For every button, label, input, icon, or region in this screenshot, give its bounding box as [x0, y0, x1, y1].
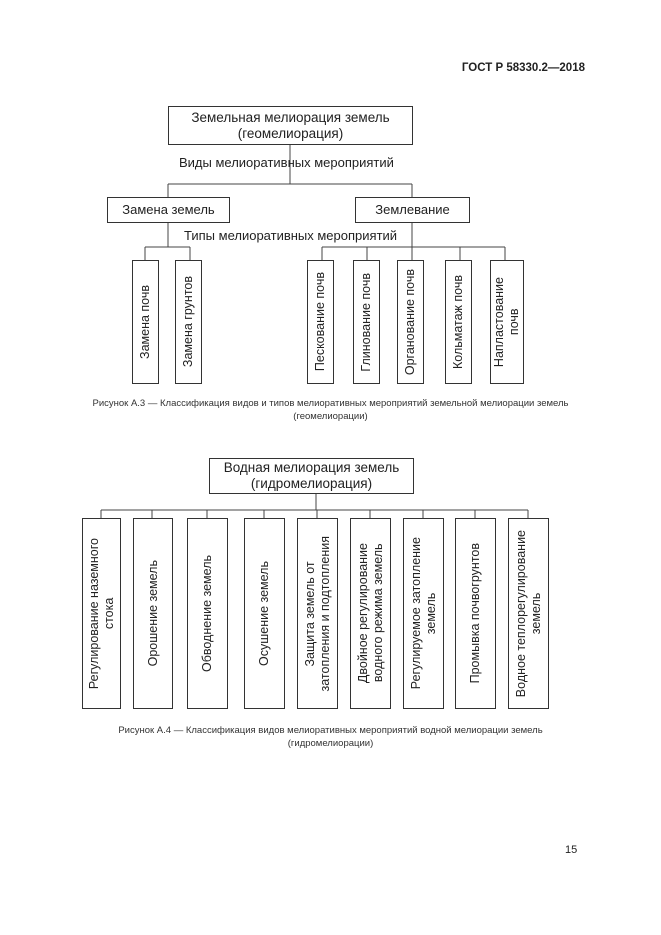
a4-kind-text: Защита земель от затопления и подтоплени…: [302, 535, 332, 692]
a3-types-label: Типы мелиоративных мероприятий: [184, 228, 398, 243]
a4-kind-text: Промывка почвогрунтов: [468, 543, 482, 684]
a4-root-text: Водная мелиорация земель (гидромелиораци…: [223, 460, 400, 491]
a4-kind-text: Орошение земель: [145, 560, 160, 667]
figure-a3-caption: Рисунок А.3 — Классификация видов и типо…: [0, 397, 661, 423]
a3-type-box: Замена грунтов: [175, 260, 202, 384]
a4-kind-text: Регулируемое затопление земель: [408, 537, 438, 690]
a3-type-box: Напластование почв: [490, 260, 524, 384]
a4-kind-box: Обводнение земель: [187, 518, 228, 709]
a4-kind-text: Регулирование наземного стока: [86, 537, 116, 690]
a3-kinds-label: Виды мелиоративных мероприятий: [179, 155, 394, 170]
a3-kind-text: Замена земель: [122, 202, 215, 217]
a3-type-box: Глинование почв: [353, 260, 380, 384]
a4-kind-box: Двойное регулирование водного режима зем…: [350, 518, 391, 709]
a4-kind-box: Регулирование наземного стока: [82, 518, 121, 709]
connector-a3-right: [321, 222, 506, 260]
a4-kind-text: Обводнение земель: [200, 555, 214, 672]
a3-type-text: Органование почв: [403, 268, 417, 376]
caption-line: Рисунок А.4 — Классификация видов мелиор…: [118, 725, 543, 736]
a3-type-box: Пескование почв: [307, 260, 334, 384]
a4-kind-text: Водное теплорегулирование земель: [513, 529, 543, 698]
a3-type-text: Глинование почв: [359, 272, 373, 372]
page-number: 15: [565, 844, 578, 856]
a3-root-box: Земельная мелиорация земель (геомелиорац…: [168, 106, 413, 145]
connector-a4: [100, 493, 529, 518]
a3-type-box: Кольматаж почв: [445, 260, 472, 384]
a4-kind-box: Водное теплорегулирование земель: [508, 518, 549, 709]
a3-type-text: Напластование почв: [492, 276, 521, 368]
a4-kind-box: Регулируемое затопление земель: [403, 518, 444, 709]
a3-type-box: Органование почв: [397, 260, 424, 384]
a4-kind-box: Орошение земель: [133, 518, 173, 709]
a4-kind-box: Осушение земель: [244, 518, 285, 709]
a3-kind-box: Землевание: [355, 197, 470, 223]
connector-a3-root: [167, 144, 413, 197]
a4-kind-box: Промывка почвогрунтов: [455, 518, 496, 709]
a4-kind-box: Защита земель от затопления и подтоплени…: [297, 518, 338, 709]
standard-header: ГОСТ Р 58330.2—2018: [461, 62, 585, 74]
a4-kind-text: Двойное регулирование водного режима зем…: [355, 543, 385, 684]
a3-kind-box: Замена земель: [107, 197, 230, 223]
a4-root-box: Водная мелиорация земель (гидромелиораци…: [209, 458, 414, 494]
a4-kind-text: Осушение земель: [257, 561, 271, 666]
a3-kind-text: Землевание: [375, 202, 450, 217]
caption-line: Рисунок А.3 — Классификация видов и типо…: [92, 398, 569, 409]
a3-type-text: Замена грунтов: [181, 276, 195, 368]
caption-line: (геомелиорации): [293, 411, 368, 422]
a3-type-text: Кольматаж почв: [451, 274, 465, 369]
figure-a4-caption: Рисунок А.4 — Классификация видов мелиор…: [0, 724, 661, 750]
connector-a3-left: [144, 222, 191, 260]
a3-type-text: Замена почв: [138, 285, 152, 359]
caption-line: (гидромелиорации): [287, 738, 374, 749]
a3-type-box: Замена почв: [132, 260, 159, 384]
a3-root-text: Земельная мелиорация земель (геомелиорац…: [191, 109, 390, 141]
a3-type-text: Пескование почв: [313, 272, 327, 372]
